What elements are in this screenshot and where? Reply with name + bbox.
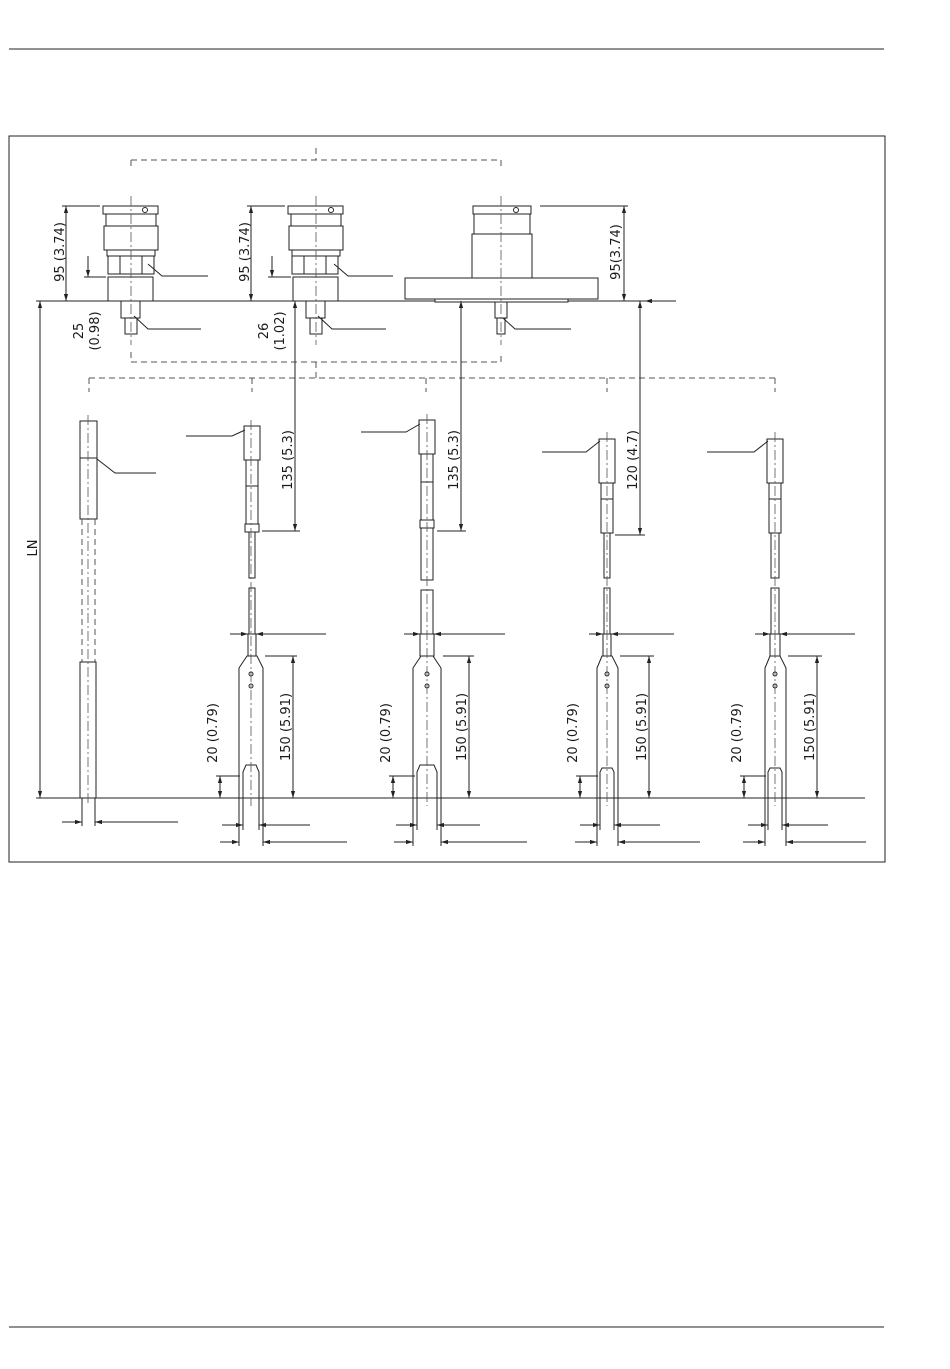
dim-ln: LN [26, 540, 41, 557]
dim-150-probe-1: 150 (5.91) [279, 693, 294, 761]
dim-150-probe-2: 150 (5.91) [455, 693, 470, 761]
dim-135-probe-1: 135 (5.3) [281, 430, 296, 490]
probe-group-bracket [89, 378, 775, 392]
rod-probe [80, 415, 156, 805]
dim-25-in: (0.98) [88, 311, 103, 350]
rope-probe-4 [707, 432, 786, 806]
dim-26-in: (1.02) [273, 311, 288, 350]
dim-95-housing-3: 95(3.74) [609, 224, 624, 280]
dim-20-probe-2: 20 (0.79) [379, 703, 394, 763]
dim-150-probe-3: 150 (5.91) [635, 693, 650, 761]
dim-135-probe-2: 135 (5.3) [447, 430, 462, 490]
rope-probe-1 [186, 420, 263, 806]
housing-thread-1 [103, 196, 208, 345]
dim-25-mm: 25 [72, 323, 87, 340]
dim-20-probe-1: 20 (0.79) [206, 703, 221, 763]
dim-26-mm: 26 [257, 323, 272, 340]
dim-120-probe-3: 120 (4.7) [626, 430, 641, 490]
dim-20-probe-3: 20 (0.79) [566, 703, 581, 763]
rope-probe-2 [361, 414, 441, 806]
dim-95-housing-2: 95 (3.74) [238, 222, 253, 282]
dim-20-probe-4: 20 (0.79) [730, 703, 745, 763]
housing-thread-2 [288, 196, 393, 345]
housing-flange [405, 196, 598, 345]
dim-150-probe-4: 150 (5.91) [803, 693, 818, 761]
dim-95-housing-1: 95 (3.74) [53, 222, 68, 282]
